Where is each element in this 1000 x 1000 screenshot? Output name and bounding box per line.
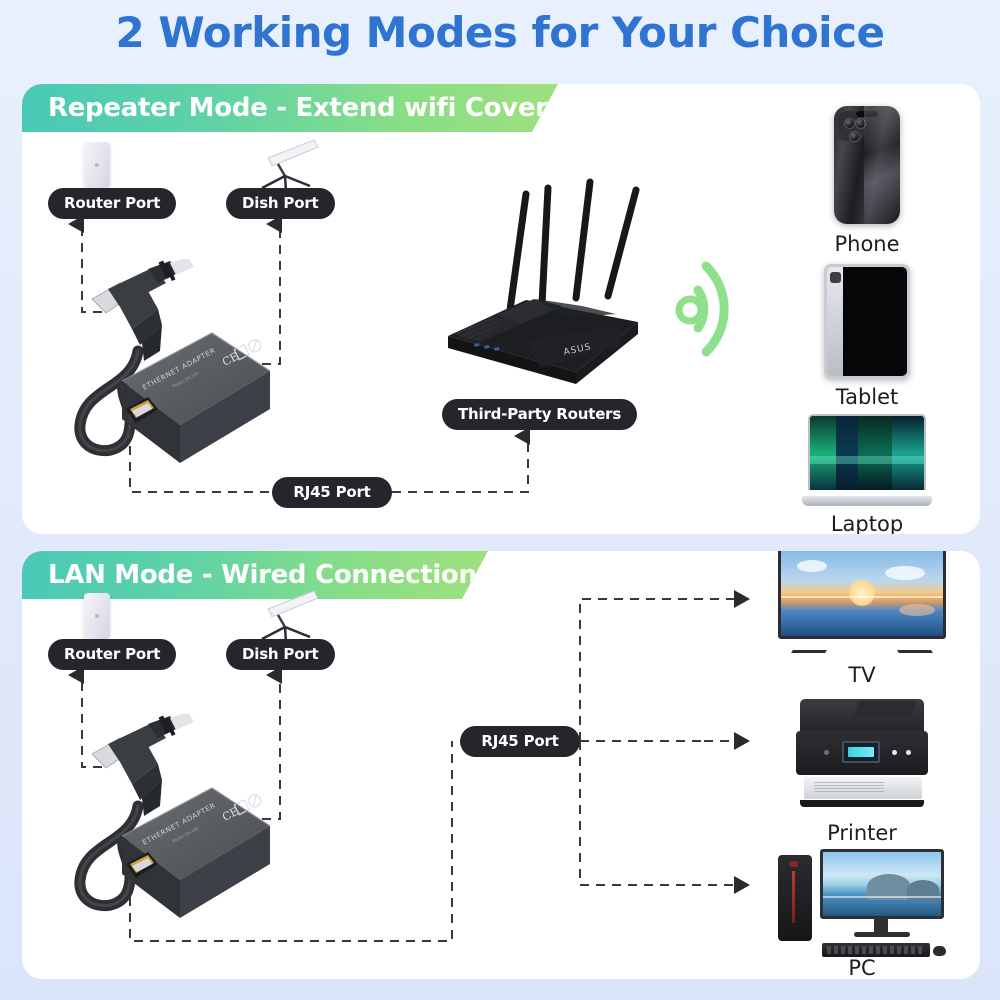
starlink-router-icon-lan (84, 593, 110, 639)
wifi-signal-icon (672, 242, 782, 377)
pill-rj45-port-repeater[interactable]: RJ45 Port (272, 477, 392, 508)
pill-rj45-port-lan[interactable]: RJ45 Port (460, 726, 580, 757)
tv-icon (778, 551, 946, 653)
third-party-router-icon: ASUS (430, 100, 650, 400)
repeater-mode-banner-label: Repeater Mode - Extend wifi Coverage (48, 93, 601, 123)
caption-printer: Printer (827, 821, 897, 845)
laptop-icon (802, 414, 932, 506)
phone-icon (834, 106, 900, 224)
lan-mode-banner: LAN Mode - Wired Connection (22, 551, 488, 599)
pill-router-port-repeater[interactable]: Router Port (48, 188, 177, 219)
printer-icon (792, 699, 932, 807)
caption-phone: Phone (834, 232, 900, 256)
pill-dish-port-repeater[interactable]: Dish Port (226, 188, 335, 219)
pill-third-party-routers[interactable]: Third-Party Routers (442, 399, 638, 430)
caption-laptop: Laptop (830, 512, 904, 534)
lan-mode-banner-label: LAN Mode - Wired Connection (48, 560, 477, 590)
ethernet-adapter-icon: ETHERNET ADAPTER Model: EA-100 CE (62, 257, 277, 474)
ethernet-adapter-icon-lan: ETHERNET ADAPTER Model: EA-100 CE (62, 712, 277, 929)
satellite-dish-icon (248, 136, 322, 194)
starlink-router-icon (84, 142, 110, 188)
pill-router-port-lan[interactable]: Router Port (48, 639, 177, 670)
page-title: 2 Working Modes for Your Choice (115, 8, 885, 57)
lan-mode-card: LAN Mode - Wired Connection (22, 551, 980, 979)
pill-dish-port-lan[interactable]: Dish Port (226, 639, 335, 670)
repeater-mode-card: Repeater Mode - Extend wifi Coverage (22, 84, 980, 534)
caption-tablet: Tablet (835, 385, 899, 409)
caption-tv: TV (848, 663, 876, 687)
satellite-dish-icon-lan (248, 587, 322, 645)
desktop-pc-icon (778, 849, 946, 957)
tablet-icon (824, 264, 910, 379)
repeater-mode-banner: Repeater Mode - Extend wifi Coverage (22, 84, 558, 132)
caption-pc: PC (848, 956, 876, 979)
